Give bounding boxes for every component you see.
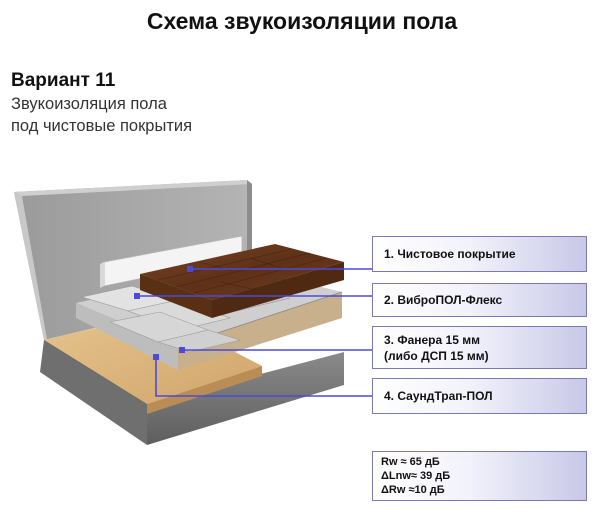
layer-label-text: 3. Фанера 15 мм bbox=[384, 332, 480, 347]
acoustic-metrics-box: Rw ≈ 65 дБ ΔLnw≈ 39 дБ ΔRw ≈10 дБ bbox=[372, 451, 587, 501]
layer-label-plywood: 3. Фанера 15 мм (либо ДСП 15 мм) bbox=[372, 326, 587, 369]
layer-label-text: 1. Чистовое покрытие bbox=[384, 247, 516, 261]
leader-line-4 bbox=[155, 357, 372, 397]
leader-lines bbox=[137, 268, 372, 397]
layer-label-soundtrap: 4. СаундТрап-ПОЛ bbox=[372, 378, 587, 414]
layer-label-finish: 1. Чистовое покрытие bbox=[372, 236, 587, 272]
metric-delta-lnw: ΔLnw≈ 39 дБ bbox=[381, 470, 451, 482]
metric-delta-rw: ΔRw ≈10 дБ bbox=[381, 484, 445, 496]
marker-3 bbox=[179, 347, 185, 353]
layer-label-text-secondary: (либо ДСП 15 мм) bbox=[384, 348, 489, 363]
vibropol-layer bbox=[80, 285, 242, 353]
subtitle-line-2: под чистовые покрытия bbox=[11, 117, 193, 135]
leader-markers bbox=[134, 266, 193, 360]
marker-4 bbox=[153, 354, 159, 360]
marker-2 bbox=[134, 293, 140, 299]
subtitle-line-1: Звукоизоляция пола bbox=[11, 95, 167, 113]
layer-label-text: 4. СаундТрап-ПОЛ bbox=[384, 389, 493, 403]
metric-rw: Rw ≈ 65 дБ bbox=[381, 456, 440, 468]
variant-heading: Вариант 11 bbox=[11, 70, 116, 91]
layer-label-vibropol: 2. ВиброПОЛ-Флекс bbox=[372, 283, 587, 317]
layer-label-text: 2. ВиброПОЛ-Флекс bbox=[384, 293, 503, 307]
page-title: Схема звукоизоляции пола bbox=[146, 8, 458, 34]
marker-1 bbox=[187, 266, 193, 272]
